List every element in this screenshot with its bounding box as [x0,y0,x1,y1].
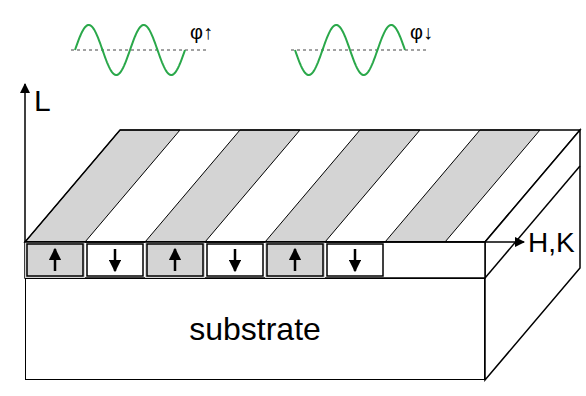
substrate-block: substrate [25,278,485,380]
domain-box [147,244,203,276]
wave-axis [291,50,427,51]
axes [25,84,524,242]
spin-down-arrow [354,249,357,271]
spin-down-arrow [234,249,237,271]
axis-label: H,K [528,229,575,257]
domain-box [87,244,143,276]
top-outline [25,130,580,242]
top-stripe [25,130,180,242]
domain-fill [25,242,85,278]
axis-label: L [34,86,51,116]
top-face [25,130,580,242]
domain-fill [145,242,205,278]
side-face [485,130,580,380]
spin-up-arrow [54,249,57,271]
l-axis [24,84,26,242]
film-block [25,130,580,380]
domain-fill [265,242,325,278]
domain-box [207,244,263,276]
phase-wave [295,25,405,75]
phase-wave [75,25,185,75]
domain-box [327,244,383,276]
spin-down-arrow [114,249,117,271]
film-front [25,242,485,278]
phase-label: φ↑ [190,22,213,42]
spin-up-arrow [174,249,177,271]
domain-box [267,244,323,276]
film-edge [485,166,580,278]
domain-box [27,244,83,276]
node-label: substrate [189,311,321,348]
spin-up-arrow [294,249,297,271]
top-stripe [145,130,300,242]
top-stripe [265,130,420,242]
phase-waves [71,25,427,75]
hk-axis [25,241,524,243]
wave-axis [71,50,207,51]
phase-label: φ↓ [410,22,433,42]
